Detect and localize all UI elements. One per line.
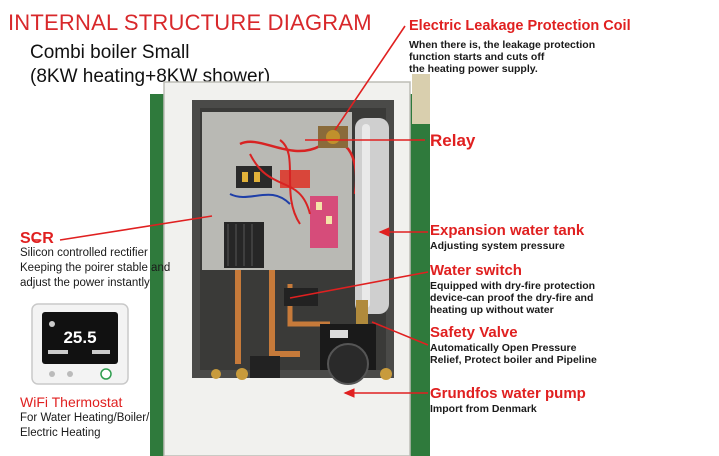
scr-desc-2: Keeping the poirer stable and: [20, 262, 171, 274]
thermostat-label: WiFi Thermostat: [20, 394, 123, 410]
diagram-title: INTERNAL STRUCTURE DIAGRAM: [8, 10, 372, 35]
safety-valve: [356, 300, 368, 324]
water-switch: [284, 288, 318, 306]
green-mat: [150, 94, 164, 456]
coil-label: Electric Leakage Protection Coil: [409, 18, 631, 34]
coil-desc-2: function starts and cuts off: [409, 51, 545, 63]
wall-strip: [412, 74, 430, 124]
pcb-board: [310, 196, 338, 248]
tank-desc: Adjusting system pressure: [430, 240, 565, 252]
switch-desc-2: device-can proof the dry-fire and: [430, 292, 594, 304]
pump-label: Grundfos water pump: [430, 385, 586, 402]
scr-desc-1: Silicon controlled rectifier: [20, 247, 148, 259]
model-name: Combi boiler Small: [30, 42, 190, 63]
thermostat-power-icon: [100, 368, 112, 380]
relay-label: Relay: [430, 131, 476, 150]
tank-label: Expansion water tank: [430, 222, 585, 239]
switch-label: Water switch: [430, 262, 522, 279]
thermostat-desc-1: For Water Heating/Boiler/: [20, 412, 150, 424]
thermostat-image: 25.5: [31, 303, 129, 385]
boiler-photo: [150, 74, 430, 456]
bottom-fitting: [250, 356, 280, 378]
relay-block: [280, 170, 310, 188]
scr-desc-3: adjust the power instantly: [20, 277, 150, 289]
coil-desc-3: the heating power supply.: [409, 63, 538, 75]
green-mat-right: [408, 94, 430, 456]
valve-desc-1: Automatically Open Pressure: [430, 342, 577, 354]
switch-desc-1: Equipped with dry-fire protection: [430, 280, 596, 292]
valve-label: Safety Valve: [430, 324, 518, 341]
valve-desc-2: Relief, Protect boiler and Pipeline: [430, 354, 597, 366]
pump-desc: Import from Denmark: [430, 403, 537, 415]
thermostat-desc-2: Electric Heating: [20, 427, 101, 439]
scr-label: SCR: [20, 230, 54, 247]
switch-desc-3: heating up without water: [430, 304, 554, 316]
expansion-tank: [355, 118, 389, 314]
coil-desc-1: When there is, the leakage protection: [409, 39, 596, 51]
thermostat-temp: 25.5: [63, 328, 96, 347]
